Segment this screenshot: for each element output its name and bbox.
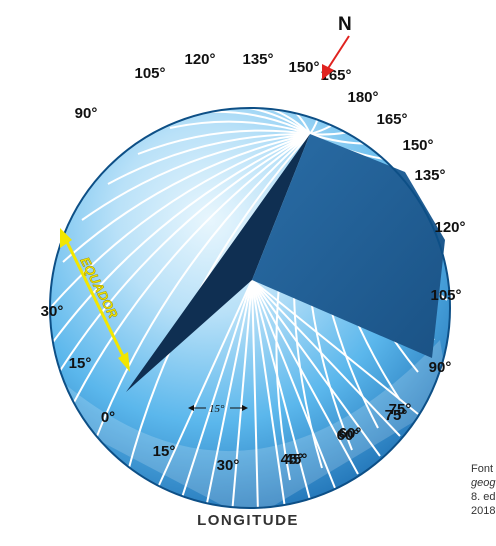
source-line-2: geog xyxy=(471,477,496,489)
degree-label: 105° xyxy=(430,287,461,304)
meridian-line xyxy=(261,108,311,135)
degree-label: 15° xyxy=(69,355,92,372)
source-line-4: 2018 xyxy=(471,505,496,517)
meridian-line xyxy=(107,132,311,185)
degree-label: 0° xyxy=(101,409,115,426)
degree-label: 45° xyxy=(285,451,308,468)
source-credit: Font geog 8. ed 2018 xyxy=(471,462,496,518)
meridian-line xyxy=(62,133,311,263)
degree-label: 60° xyxy=(337,427,360,444)
meridian-line xyxy=(251,279,401,437)
degree-label: 105° xyxy=(134,65,165,82)
source-line-1: Font xyxy=(471,463,494,475)
north-label: N xyxy=(338,14,352,35)
degree-label: 120° xyxy=(434,219,465,236)
meridian-line xyxy=(51,133,311,307)
meridian-line xyxy=(59,133,311,431)
degree-label: 60° xyxy=(339,425,362,442)
meridian-line xyxy=(50,133,311,391)
degree-label: 150° xyxy=(288,59,319,76)
meridian-line xyxy=(235,108,311,135)
meridian-line xyxy=(204,279,253,508)
degree-label: 135° xyxy=(242,51,273,68)
degree-label: 135° xyxy=(414,167,445,184)
degree-label: 30° xyxy=(217,457,240,474)
meridian-line xyxy=(137,129,311,155)
double-arrow-icon xyxy=(60,228,130,372)
degree-label: 180° xyxy=(347,89,378,106)
degree-label: 165° xyxy=(376,111,407,128)
globe-outline xyxy=(49,107,451,509)
degree-label: 75° xyxy=(389,401,412,418)
meridian-line xyxy=(149,279,253,506)
degree-label: 90° xyxy=(75,105,98,122)
wedge-dark-face xyxy=(126,134,310,392)
meridian-line xyxy=(50,133,311,351)
meridian-line xyxy=(169,120,311,135)
lower-meridian-lines xyxy=(149,279,419,508)
degree-label: 15° xyxy=(153,443,176,460)
degree-label: 75° xyxy=(385,407,408,424)
left-degree-labels: 0° 15° 30° 45° 60° 75° 90° 105° 120° 135° 150° xyxy=(75,51,412,474)
meridian-line xyxy=(81,133,311,221)
meridian-line xyxy=(84,133,311,469)
meridian-line xyxy=(251,279,259,508)
meridian-line xyxy=(251,279,359,475)
meridian-line xyxy=(251,279,286,508)
degree-label: 90° xyxy=(429,359,452,376)
lower-band xyxy=(60,340,450,508)
degree-label: 120° xyxy=(184,51,215,68)
wedge-right-face xyxy=(252,134,445,358)
degree-label: 45° xyxy=(281,451,304,468)
degree-label: 30° xyxy=(41,303,64,320)
arrow-down-left-icon xyxy=(322,35,350,80)
right-degree-labels: 165°180°165°150°135°120°105°90°75°60°45°… xyxy=(41,67,466,468)
spacing-label: 15° xyxy=(209,403,225,415)
meridian-line xyxy=(231,279,253,508)
degree-label: 150° xyxy=(402,137,433,154)
spacing-indicator: 15° xyxy=(188,403,248,415)
meridian-line xyxy=(251,279,381,457)
source-line-3: 8. ed xyxy=(471,491,496,503)
meridian-line xyxy=(251,279,419,415)
caption: LONGITUDE xyxy=(197,512,299,529)
meridian-line xyxy=(251,279,336,489)
meridian-line xyxy=(177,279,253,508)
meridian-line xyxy=(251,279,311,501)
